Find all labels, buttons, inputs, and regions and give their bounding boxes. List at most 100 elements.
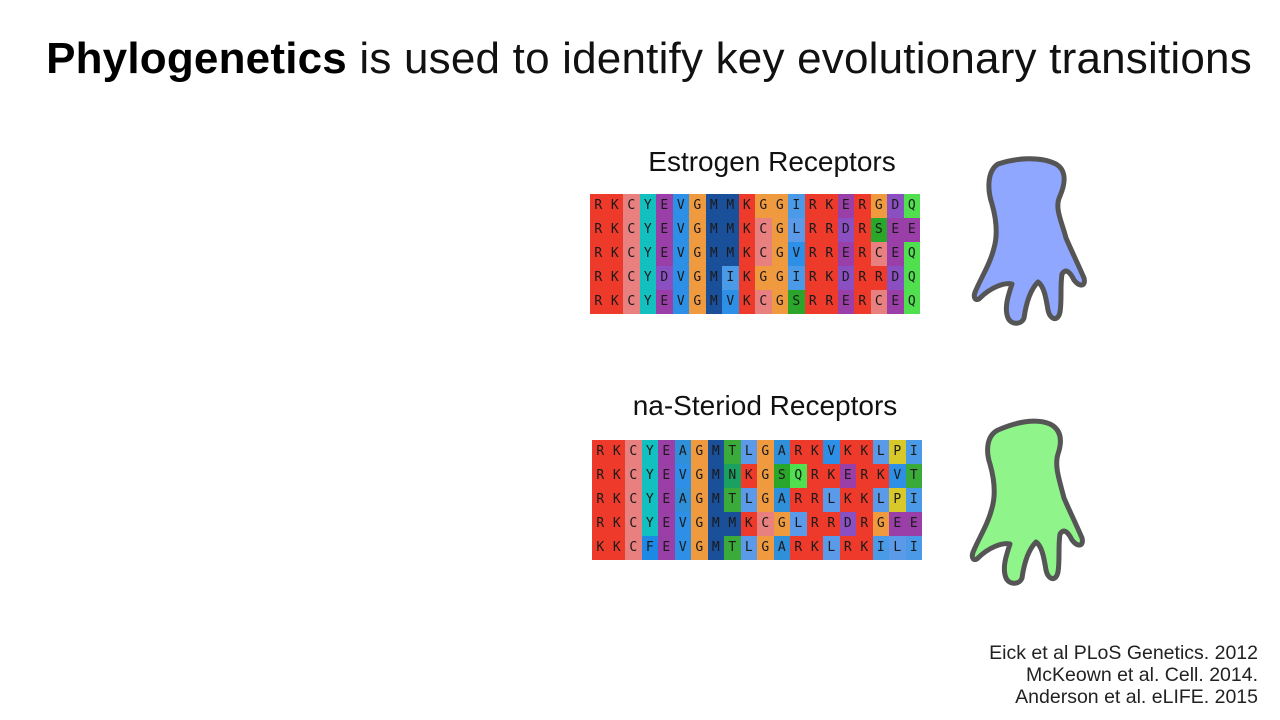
- residue-cell: K: [606, 290, 623, 314]
- residue-cell: R: [590, 218, 607, 242]
- residue-cell: T: [724, 440, 741, 464]
- residue-cell: V: [889, 464, 906, 488]
- residue-cell: L: [889, 536, 906, 560]
- residue-cell: C: [623, 242, 640, 266]
- residue-cell: E: [658, 512, 675, 536]
- residue-cell: G: [755, 266, 772, 290]
- residue-cell: G: [773, 512, 790, 536]
- residue-cell: E: [658, 464, 675, 488]
- residue-cell: E: [656, 242, 673, 266]
- residue-cell: R: [592, 488, 609, 512]
- residue-cell: R: [821, 242, 838, 266]
- reference-3: Anderson et al. eLIFE. 2015: [1015, 686, 1258, 708]
- residue-cell: M: [705, 290, 722, 314]
- residue-cell: G: [771, 218, 788, 242]
- residue-cell: R: [590, 194, 607, 218]
- residue-cell: K: [806, 536, 823, 560]
- residue-cell: Q: [903, 290, 920, 314]
- residue-cell: D: [837, 266, 854, 290]
- residue-cell: Q: [903, 266, 920, 290]
- residue-cell: I: [905, 440, 922, 464]
- residue-cell: C: [623, 266, 640, 290]
- residue-cell: R: [806, 488, 823, 512]
- residue-cell: R: [821, 290, 838, 314]
- residue-cell: K: [740, 512, 757, 536]
- residue-cell: E: [656, 290, 673, 314]
- residue-cell: K: [592, 536, 609, 560]
- residue-cell: E: [658, 440, 675, 464]
- residue-cell: I: [788, 194, 805, 218]
- residue-cell: V: [722, 290, 739, 314]
- residue-cell: V: [672, 290, 689, 314]
- na-steriod-receptor-shape: [969, 418, 1085, 586]
- residue-cell: G: [870, 194, 887, 218]
- residue-cell: V: [672, 242, 689, 266]
- residue-cell: K: [839, 488, 856, 512]
- residue-cell: R: [590, 242, 607, 266]
- residue-cell: C: [870, 290, 887, 314]
- residue-cell: K: [839, 440, 856, 464]
- residue-cell: I: [722, 266, 739, 290]
- reference-1: Eick et al PLoS Genetics. 2012: [989, 642, 1258, 664]
- residue-cell: M: [722, 242, 739, 266]
- residue-cell: K: [823, 464, 840, 488]
- residue-cell: L: [823, 488, 840, 512]
- residue-cell: K: [608, 440, 625, 464]
- residue-cell: R: [806, 512, 823, 536]
- residue-cell: R: [856, 464, 873, 488]
- slide-title: Phylogenetics is used to identify key ev…: [0, 34, 1280, 84]
- residue-cell: A: [674, 488, 691, 512]
- residue-cell: K: [608, 536, 625, 560]
- residue-cell: R: [821, 218, 838, 242]
- residue-cell: R: [804, 194, 821, 218]
- residue-cell: D: [887, 266, 904, 290]
- residue-cell: K: [821, 194, 838, 218]
- residue-cell: L: [872, 488, 889, 512]
- residue-cell: G: [689, 194, 706, 218]
- residue-cell: C: [623, 290, 640, 314]
- residue-cell: C: [625, 464, 642, 488]
- residue-cell: T: [724, 536, 741, 560]
- residue-cell: C: [870, 242, 887, 266]
- residue-cell: E: [887, 218, 904, 242]
- residue-cell: M: [707, 536, 724, 560]
- residue-cell: G: [757, 488, 774, 512]
- residue-cell: K: [821, 266, 838, 290]
- residue-cell: Y: [641, 464, 658, 488]
- residue-cell: T: [905, 464, 922, 488]
- residue-cell: V: [674, 512, 691, 536]
- residue-cell: M: [707, 440, 724, 464]
- residue-cell: M: [722, 194, 739, 218]
- residue-cell: C: [625, 536, 642, 560]
- residue-cell: R: [839, 536, 856, 560]
- residue-cell: V: [788, 242, 805, 266]
- residue-cell: Y: [639, 218, 656, 242]
- residue-cell: K: [806, 440, 823, 464]
- title-bold: Phylogenetics: [46, 34, 347, 83]
- residue-cell: K: [738, 290, 755, 314]
- residue-cell: R: [804, 290, 821, 314]
- residue-cell: R: [790, 488, 807, 512]
- residue-cell: G: [691, 464, 708, 488]
- residue-cell: L: [740, 488, 757, 512]
- residue-cell: G: [691, 536, 708, 560]
- residue-cell: C: [757, 512, 774, 536]
- reference-2: McKeown et al. Cell. 2014.: [1026, 664, 1258, 686]
- residue-cell: L: [872, 440, 889, 464]
- residue-cell: K: [856, 488, 873, 512]
- residue-cell: R: [870, 266, 887, 290]
- residue-cell: A: [674, 440, 691, 464]
- residue-cell: D: [656, 266, 673, 290]
- na-steriod-receptors-title: na-Steriod Receptors: [632, 390, 898, 421]
- residue-cell: A: [773, 488, 790, 512]
- residue-cell: R: [854, 218, 871, 242]
- estrogen-receptor-shape: [971, 156, 1087, 326]
- residue-cell: M: [722, 218, 739, 242]
- residue-cell: D: [839, 512, 856, 536]
